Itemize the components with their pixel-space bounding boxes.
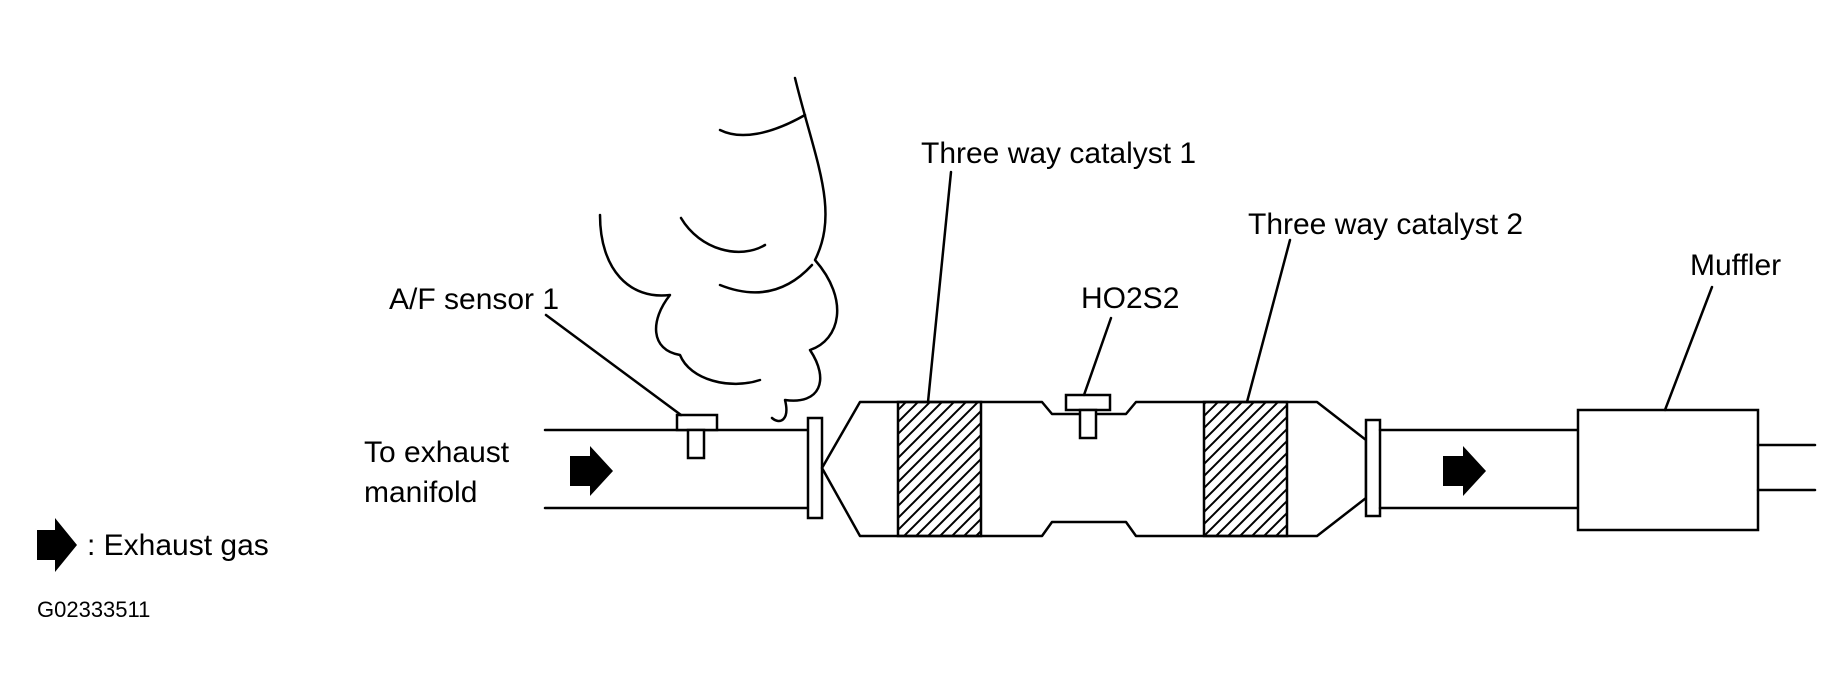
figure-code: G02333511 [37,597,150,622]
catalyst-1-brick [896,400,983,538]
inlet-flange [806,416,824,520]
inlet-label-line-2: manifold [364,476,477,509]
catalyst-1-label: Three way catalyst 1 [921,137,1196,170]
catalyst-2-brick [1202,400,1289,538]
right-arrow-icon [570,446,613,496]
exhaust-smoke-cloud [598,76,839,423]
af-sensor-1 [675,413,719,460]
outlet-flange [1364,418,1382,518]
right-arrow-icon [1443,446,1486,496]
af-sensor-1-label: A/F sensor 1 [389,283,559,316]
muffler-label: Muffler [1690,249,1781,282]
ho2s2-sensor [1064,393,1112,440]
tail-pipe [1756,443,1817,492]
ho2s2-label: HO2S2 [1081,282,1179,315]
leader-lines [544,170,1714,417]
mid-pipe [1378,428,1580,510]
catalyst-2-label: Three way catalyst 2 [1248,208,1523,241]
inlet-label-line-1: To exhaust [364,436,510,469]
legend-text: : Exhaust gas [87,529,269,562]
right-arrow-icon [37,518,77,572]
muffler-body [1576,408,1760,532]
